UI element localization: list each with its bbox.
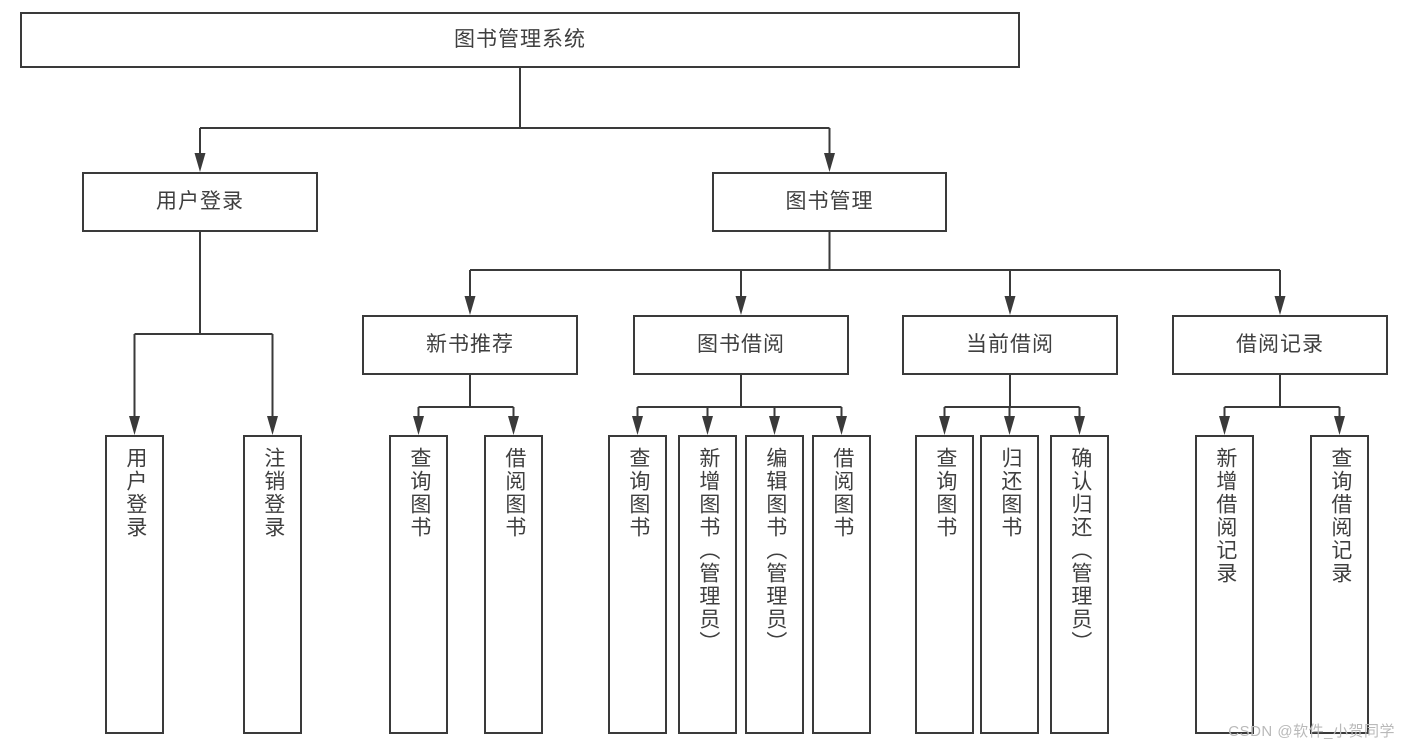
node-label: 新增图书（管理员） — [696, 447, 720, 654]
node-book-borrow[interactable]: 图书借阅 — [633, 315, 849, 375]
arrowhead — [769, 416, 780, 435]
node-label: 用户登录 — [123, 447, 147, 539]
node-new-book-rec[interactable]: 新书推荐 — [362, 315, 578, 375]
node-user-login[interactable]: 用户登录 — [82, 172, 318, 232]
arrowhead — [824, 153, 835, 172]
watermark: CSDN @软件_小贺同学 — [1228, 723, 1395, 740]
arrowhead — [632, 416, 643, 435]
node-label: 用户登录 — [156, 190, 244, 214]
node-leaf-borrow-book-1[interactable]: 借阅图书 — [484, 435, 543, 734]
arrowhead — [194, 153, 206, 172]
node-label: 查询图书 — [407, 447, 431, 539]
node-label: 查询借阅记录 — [1328, 447, 1352, 585]
node-label: 归还图书 — [998, 447, 1022, 539]
arrowhead — [464, 296, 476, 315]
node-leaf-edit-book[interactable]: 编辑图书（管理员） — [745, 435, 804, 734]
arrowhead — [735, 296, 747, 315]
node-leaf-user-logout[interactable]: 注销登录 — [243, 435, 302, 734]
node-label: 新增借阅记录 — [1213, 447, 1237, 585]
arrowhead — [1004, 416, 1015, 435]
node-leaf-query-book-1[interactable]: 查询图书 — [389, 435, 448, 734]
node-root[interactable]: 图书管理系统 — [20, 12, 1020, 68]
arrowhead — [1274, 296, 1286, 315]
arrowhead — [939, 416, 950, 435]
node-label: 图书管理系统 — [454, 28, 586, 52]
node-label: 借阅记录 — [1236, 333, 1324, 357]
arrowhead — [508, 416, 519, 435]
node-leaf-borrow-book-2[interactable]: 借阅图书 — [812, 435, 871, 734]
arrowhead — [702, 416, 713, 435]
arrowhead — [1074, 416, 1085, 435]
node-label: 确认归还（管理员） — [1068, 447, 1092, 654]
node-leaf-query-book-2[interactable]: 查询图书 — [608, 435, 667, 734]
arrowhead — [1004, 296, 1016, 315]
arrowhead — [129, 416, 140, 435]
node-label: 新书推荐 — [426, 333, 514, 357]
node-book-manage[interactable]: 图书管理 — [712, 172, 947, 232]
node-current-borrow[interactable]: 当前借阅 — [902, 315, 1118, 375]
arrowhead — [836, 416, 847, 435]
node-label: 注销登录 — [261, 447, 285, 539]
node-label: 编辑图书（管理员） — [763, 447, 787, 654]
arrowhead — [413, 416, 424, 435]
node-leaf-user-login[interactable]: 用户登录 — [105, 435, 164, 734]
node-leaf-add-book[interactable]: 新增图书（管理员） — [678, 435, 737, 734]
node-label: 借阅图书 — [502, 447, 526, 539]
node-label: 借阅图书 — [830, 447, 854, 539]
node-borrow-record[interactable]: 借阅记录 — [1172, 315, 1388, 375]
arrowhead — [1219, 416, 1230, 435]
node-label: 当前借阅 — [966, 333, 1054, 357]
node-leaf-confirm-return[interactable]: 确认归还（管理员） — [1050, 435, 1109, 734]
node-leaf-add-record[interactable]: 新增借阅记录 — [1195, 435, 1254, 734]
arrowhead — [1334, 416, 1345, 435]
node-label: 图书管理 — [785, 190, 874, 214]
node-label: 图书借阅 — [697, 333, 785, 357]
arrowhead — [267, 416, 278, 435]
node-label: 查询图书 — [933, 447, 957, 539]
node-leaf-query-record[interactable]: 查询借阅记录 — [1310, 435, 1369, 734]
node-leaf-query-book-3[interactable]: 查询图书 — [915, 435, 974, 734]
node-leaf-return-book[interactable]: 归还图书 — [980, 435, 1039, 734]
node-label: 查询图书 — [626, 447, 650, 539]
